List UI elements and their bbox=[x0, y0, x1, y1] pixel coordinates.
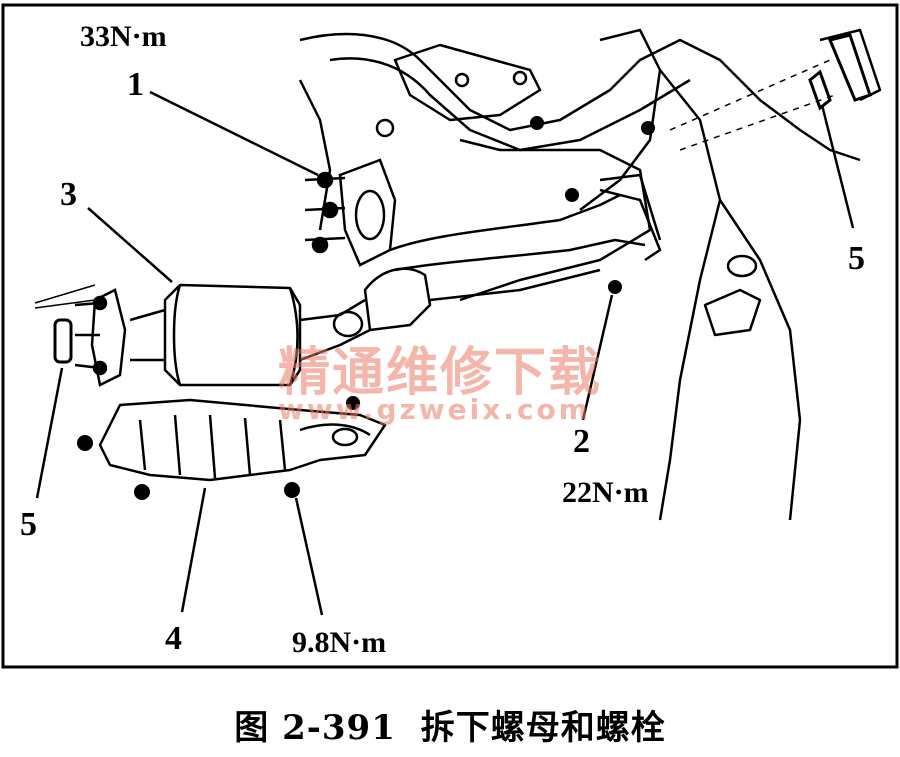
leader-4 bbox=[180, 487, 207, 613]
heat-shield-bolts bbox=[77, 396, 360, 500]
outlet-flange bbox=[74, 288, 127, 387]
stud-set-1 bbox=[304, 171, 346, 254]
torque-label-1: 33N·m bbox=[80, 20, 167, 53]
pipe-bolts bbox=[530, 116, 655, 294]
figure-title: 拆下螺母和螺栓 bbox=[420, 708, 666, 748]
diagram-frame bbox=[1, 3, 899, 669]
leader-3 bbox=[87, 207, 173, 283]
label-part-5-right: 5 bbox=[848, 240, 865, 277]
torque-label-2: 22N·m bbox=[562, 476, 649, 509]
watermark-url: www.gzweix.com bbox=[278, 393, 591, 426]
torque-label-4: 9.8N·m bbox=[292, 626, 387, 659]
leader-lines bbox=[35, 90, 855, 616]
assembly-guide-lines bbox=[34, 284, 96, 309]
leader-5-left bbox=[35, 367, 64, 499]
gasket-right bbox=[669, 33, 872, 151]
leader-5-right bbox=[820, 104, 855, 229]
label-part-2: 2 bbox=[573, 423, 590, 460]
figure-number: 图 2-391 bbox=[234, 708, 396, 748]
catalytic-converter bbox=[129, 283, 371, 387]
label-part-1: 1 bbox=[127, 66, 144, 103]
front-exhaust-pipe bbox=[332, 188, 662, 338]
label-part-3: 3 bbox=[60, 176, 77, 213]
label-part-4: 4 bbox=[165, 620, 182, 657]
leader-2 bbox=[581, 294, 614, 421]
watermark-chinese: 精通维修下载 bbox=[278, 343, 603, 403]
label-part-5-left: 5 bbox=[20, 506, 37, 543]
figure-caption: 图 2-391 拆下螺母和螺栓 bbox=[0, 700, 900, 749]
manifold-flange bbox=[304, 158, 397, 267]
vehicle-underbody bbox=[298, 28, 882, 521]
leader-1 bbox=[149, 90, 319, 177]
heat-shield bbox=[98, 398, 387, 482]
leader-torque-4 bbox=[294, 497, 324, 616]
gasket-left bbox=[53, 318, 73, 364]
